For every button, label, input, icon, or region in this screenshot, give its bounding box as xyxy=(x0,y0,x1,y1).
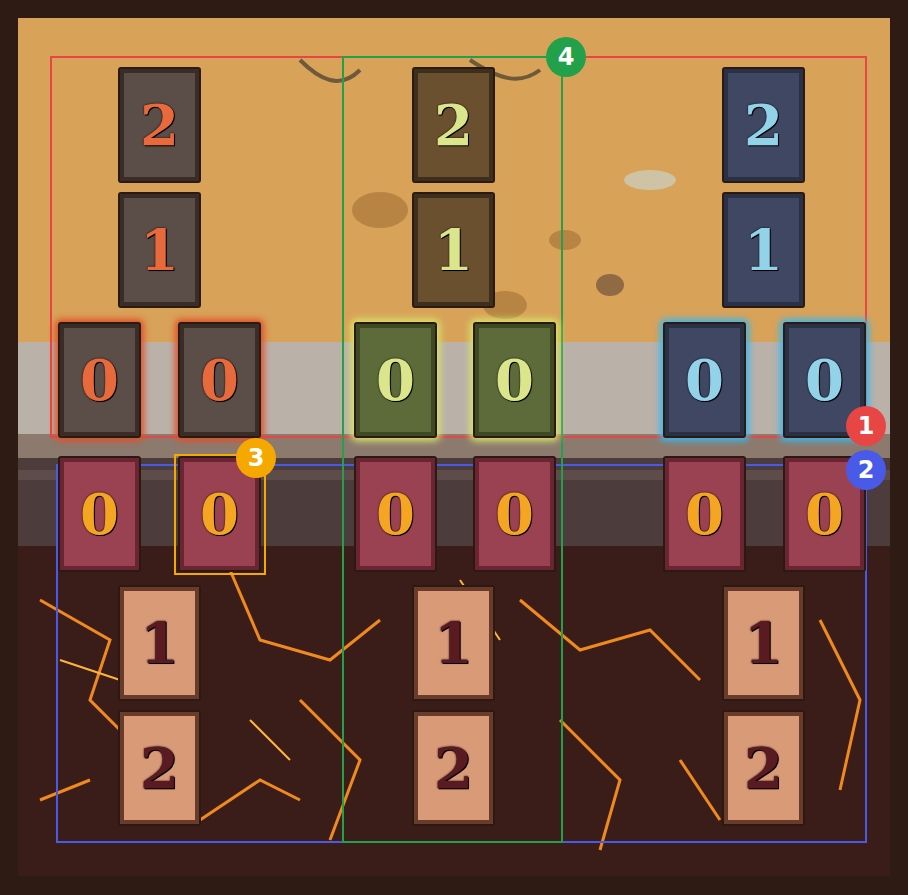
game-card: 1 xyxy=(412,585,495,701)
bridge-strip xyxy=(18,458,890,546)
card-value: 1 xyxy=(140,222,179,278)
card-value: 2 xyxy=(140,97,179,153)
game-card: 1 xyxy=(722,192,805,308)
region-outline xyxy=(343,57,562,842)
card-value: 0 xyxy=(495,352,534,408)
card-value: 1 xyxy=(744,615,783,671)
callout-number: 1 xyxy=(846,406,886,446)
card-value: 0 xyxy=(376,486,415,542)
callout-number: 4 xyxy=(546,37,586,77)
lava-ground xyxy=(18,546,890,876)
game-card: 1 xyxy=(118,585,201,701)
card-value: 0 xyxy=(495,486,534,542)
callout-number: 2 xyxy=(846,450,886,490)
card-value: 0 xyxy=(376,352,415,408)
stone-strip xyxy=(18,342,890,434)
card-value: 0 xyxy=(80,486,119,542)
card-value: 1 xyxy=(140,615,179,671)
region-outline xyxy=(51,57,866,437)
game-card: 0 xyxy=(58,456,141,572)
card-value: 0 xyxy=(80,352,119,408)
card-value: 2 xyxy=(744,97,783,153)
crater xyxy=(549,230,581,250)
card-value: 0 xyxy=(685,486,724,542)
game-card: 2 xyxy=(118,67,201,183)
game-card: 0 xyxy=(354,456,437,572)
card-value: 0 xyxy=(805,486,844,542)
game-card: 2 xyxy=(118,710,201,826)
card-value: 1 xyxy=(434,222,473,278)
lava-crack xyxy=(40,570,860,850)
card-value: 2 xyxy=(744,740,783,796)
crater xyxy=(352,192,408,228)
game-card: 0 xyxy=(663,322,746,438)
desert-ground xyxy=(18,18,890,458)
game-card: 1 xyxy=(412,192,495,308)
game-card: 0 xyxy=(663,456,746,572)
card-value: 0 xyxy=(805,352,844,408)
game-card: 0 xyxy=(178,322,261,438)
game-card: 0 xyxy=(58,322,141,438)
card-value: 0 xyxy=(200,486,239,542)
card-value: 0 xyxy=(685,352,724,408)
game-card: 1 xyxy=(722,585,805,701)
card-value: 2 xyxy=(140,740,179,796)
game-card: 0 xyxy=(354,322,437,438)
game-card: 0 xyxy=(473,322,556,438)
card-value: 2 xyxy=(434,740,473,796)
game-card: 0 xyxy=(473,456,556,572)
game-card: 2 xyxy=(722,710,805,826)
water-patch xyxy=(624,170,676,190)
rock xyxy=(596,274,624,296)
game-card: 2 xyxy=(412,67,495,183)
bridge-line xyxy=(18,470,890,480)
card-value: 2 xyxy=(434,97,473,153)
callout-number: 3 xyxy=(236,438,276,478)
game-card: 1 xyxy=(118,192,201,308)
card-value: 0 xyxy=(200,352,239,408)
game-card: 2 xyxy=(412,710,495,826)
card-value: 1 xyxy=(744,222,783,278)
card-value: 1 xyxy=(434,615,473,671)
game-card: 2 xyxy=(722,67,805,183)
